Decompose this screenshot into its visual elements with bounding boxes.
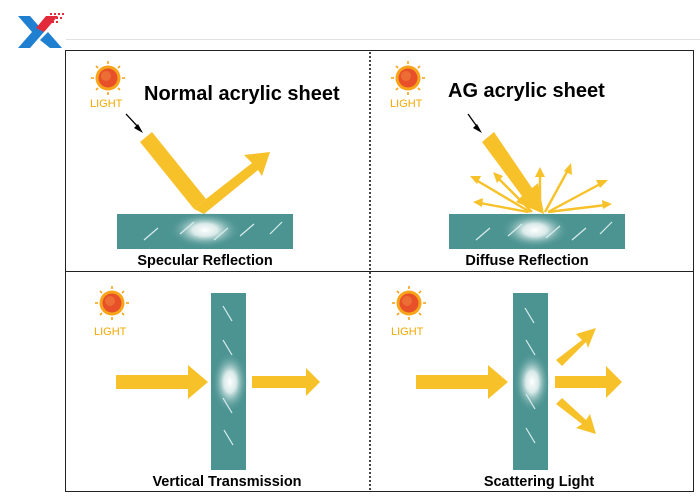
light-label: LIGHT bbox=[90, 98, 123, 110]
caption: Specular Reflection bbox=[137, 253, 272, 269]
light-label: LIGHT bbox=[390, 98, 423, 110]
sun-icon bbox=[94, 285, 130, 321]
light-label: LIGHT bbox=[94, 326, 127, 338]
caption: Vertical Transmission bbox=[152, 474, 301, 490]
panel-scattering: LIGHT Scattering Light bbox=[391, 285, 622, 490]
panel-transmission: LIGHT Vertical Transmission bbox=[94, 285, 320, 490]
caption: Scattering Light bbox=[484, 474, 595, 490]
incident-arrow-icon bbox=[416, 365, 508, 399]
incident-arrow-icon bbox=[482, 132, 544, 214]
scatter-arrows-icon bbox=[470, 163, 612, 214]
light-label: LIGHT bbox=[391, 326, 424, 338]
caption: Diffuse Reflection bbox=[465, 253, 588, 269]
panel-normal: LIGHT Normal acrylic sheet Specular Refl… bbox=[90, 60, 340, 269]
header-divider bbox=[66, 39, 700, 40]
vertical-divider-dotted bbox=[369, 52, 371, 490]
sun-icon bbox=[391, 285, 427, 321]
reflection-arrow-icon bbox=[140, 132, 270, 214]
logo-icon bbox=[18, 13, 64, 48]
panel-title: AG acrylic sheet bbox=[448, 80, 605, 102]
sun-icon bbox=[390, 60, 426, 96]
incident-arrow-icon bbox=[116, 365, 208, 399]
pointer-arrow-icon bbox=[467, 113, 482, 133]
panel-ag: LIGHT AG acrylic sheet Diffuse Reflec bbox=[390, 60, 625, 269]
transmitted-arrow-icon bbox=[252, 368, 320, 396]
pointer-arrow-icon bbox=[125, 113, 143, 133]
panel-title: Normal acrylic sheet bbox=[144, 83, 340, 105]
scatter-arrows-icon bbox=[555, 328, 622, 434]
sun-icon bbox=[90, 60, 126, 96]
horizontal-divider bbox=[65, 271, 694, 272]
